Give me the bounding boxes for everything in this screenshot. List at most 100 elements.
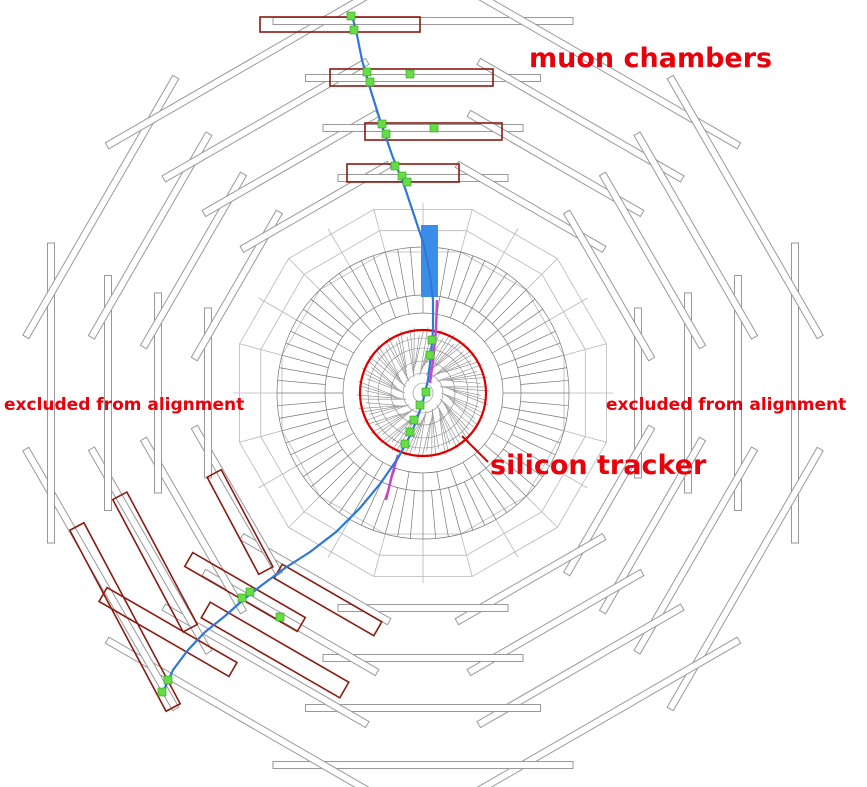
muon-hit xyxy=(421,387,431,397)
hcal-wedge xyxy=(360,481,382,526)
hcal-wedge xyxy=(448,487,462,535)
ring-segment-divider xyxy=(549,465,588,489)
ecal-wedge xyxy=(330,420,348,427)
tracker-module xyxy=(436,364,483,382)
tracker-module xyxy=(400,330,407,369)
muon-chamber xyxy=(139,436,248,615)
tracker-module xyxy=(376,351,403,382)
calorimeter-energy-deposit xyxy=(421,225,438,297)
hcal-wedge xyxy=(514,342,561,360)
highlighted-chamber xyxy=(259,16,421,33)
muon-hit xyxy=(405,69,415,79)
ecal-wedge xyxy=(330,359,348,366)
hcal-wedge xyxy=(279,409,327,419)
muon-hit xyxy=(346,11,356,21)
tracker-module xyxy=(443,373,483,381)
tracker-module xyxy=(440,392,480,408)
ring-segment-divider xyxy=(549,297,588,321)
hcal-wedge xyxy=(456,255,474,302)
ecal-wedge xyxy=(498,359,516,366)
tracker-module xyxy=(364,390,400,399)
tracker-layer xyxy=(390,360,456,426)
muon-chamber xyxy=(476,603,685,729)
hcal-wedge xyxy=(296,319,339,345)
hcal-wedge xyxy=(397,489,407,537)
tracker-module xyxy=(443,404,470,435)
hcal-wedge xyxy=(448,251,462,299)
tracker-module xyxy=(436,342,466,367)
muon-chamber xyxy=(47,242,55,544)
ecal-wedge xyxy=(484,444,499,457)
muon-chamber xyxy=(87,446,213,655)
tracker-module xyxy=(446,387,482,396)
hcal-wedge xyxy=(303,448,343,477)
muon-chamber xyxy=(161,57,370,183)
muon-chamber xyxy=(476,0,742,150)
hcal-wedge xyxy=(349,266,375,309)
muon-chambers-label: muon chambers xyxy=(529,43,772,74)
tracker-module xyxy=(363,405,403,413)
hcal-wedge xyxy=(507,441,550,467)
hcal-wedge xyxy=(296,441,339,467)
muon-chamber xyxy=(190,209,284,362)
tracker-module xyxy=(404,419,423,457)
ecal-wedge xyxy=(359,317,372,332)
tracker-module xyxy=(388,336,409,379)
highlighted-chamber xyxy=(97,586,239,678)
tracker-module xyxy=(417,410,427,459)
hcal-wedge xyxy=(503,309,543,338)
ring-segment-divider xyxy=(563,343,607,356)
tracker-module xyxy=(361,367,400,390)
muon-chamber xyxy=(305,704,541,712)
ring-segment-divider xyxy=(258,297,297,321)
ring-segment-divider xyxy=(258,465,297,489)
muon-hit xyxy=(377,119,387,129)
muon-chamber xyxy=(104,275,112,511)
tracker-module xyxy=(445,407,469,441)
muon-hit xyxy=(402,177,412,187)
tracker-module xyxy=(437,407,458,450)
muon-hit xyxy=(362,67,372,77)
ecal-wedge xyxy=(492,343,509,354)
tracker-module xyxy=(423,329,442,367)
tracker-module xyxy=(365,402,396,406)
hcal-wedge xyxy=(384,487,398,535)
tracker-module xyxy=(363,404,410,422)
muon-chamber xyxy=(562,424,656,577)
hcal-wedge xyxy=(520,379,569,385)
hcal-wedge xyxy=(310,298,349,331)
silicon-tracker-ring xyxy=(358,328,488,458)
hcal-wedge xyxy=(431,490,437,539)
silicon-tracker-pointer xyxy=(461,435,489,463)
muon-chamber xyxy=(633,446,759,655)
tracker-module xyxy=(441,401,469,430)
hcal-wedge xyxy=(520,401,569,407)
muon-chamber xyxy=(476,636,742,787)
tracker-module xyxy=(380,419,410,444)
tracker-module xyxy=(377,345,401,379)
ecal-wedge xyxy=(474,317,487,332)
tracker-layer xyxy=(402,372,444,414)
highlighted-chamber xyxy=(68,521,182,713)
muon-chamber xyxy=(476,57,685,183)
tracker-module xyxy=(361,385,397,398)
hcal-wedge xyxy=(285,342,332,360)
tracker-module xyxy=(419,327,429,376)
tracker-module xyxy=(436,404,460,444)
tracker-module xyxy=(409,416,425,454)
ring-segment-divider xyxy=(373,209,386,253)
calorimeter-wedges xyxy=(276,246,570,540)
hcal-wedge xyxy=(310,455,349,488)
muon-hit xyxy=(163,675,173,685)
hcal-wedge xyxy=(517,354,565,368)
hcal-wedge xyxy=(360,260,382,305)
muon-hit xyxy=(400,439,410,449)
tracker-module xyxy=(422,422,431,456)
muon-hit xyxy=(429,123,439,133)
tracker-module xyxy=(397,336,407,372)
tracker-module xyxy=(377,356,405,385)
hcal-wedge xyxy=(497,455,536,488)
muon-chamber xyxy=(22,74,180,340)
hcal-wedge xyxy=(517,418,565,432)
tracker-layer xyxy=(377,347,469,439)
